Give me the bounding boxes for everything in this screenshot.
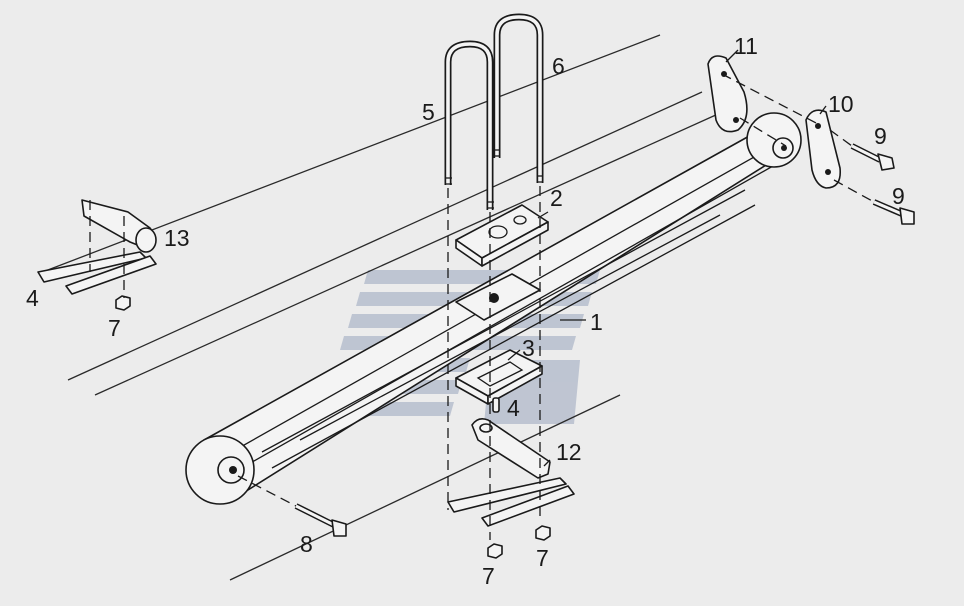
callout-labels: 1 2 3 4 4 5 6 7 7 7 8 9 9 10 11 12 13 bbox=[26, 33, 905, 589]
assembly-lines bbox=[89, 73, 875, 540]
callout-9-upper: 9 bbox=[874, 123, 887, 149]
callout-12: 12 bbox=[556, 439, 582, 465]
callout-7-lower-left: 7 bbox=[482, 563, 495, 589]
shackle-bolt-upper bbox=[850, 143, 895, 171]
lower-bracket bbox=[447, 418, 575, 527]
leader-lines bbox=[507, 49, 827, 467]
callout-7-lower-right: 7 bbox=[536, 545, 549, 571]
shackle-plate-front bbox=[707, 55, 748, 133]
callout-3: 3 bbox=[522, 335, 535, 361]
callout-8: 8 bbox=[300, 531, 313, 557]
u-bolt-plate bbox=[455, 204, 549, 267]
frame-rails bbox=[39, 34, 719, 581]
eye-bolt bbox=[294, 503, 347, 537]
callout-13: 13 bbox=[164, 225, 190, 251]
nut-lower-right bbox=[535, 525, 551, 541]
callout-7-upper: 7 bbox=[108, 315, 121, 341]
callout-2: 2 bbox=[550, 185, 563, 211]
callout-6: 6 bbox=[552, 53, 565, 79]
shackle-bolt-lower bbox=[872, 199, 915, 225]
callout-1: 1 bbox=[590, 309, 603, 335]
shackle-plate-rear bbox=[805, 109, 842, 189]
locating-pin bbox=[492, 397, 500, 413]
upper-bracket bbox=[37, 199, 157, 295]
nut-lower-left bbox=[487, 543, 503, 559]
leaf-spring bbox=[185, 112, 802, 505]
spacer-block bbox=[455, 349, 543, 405]
callout-4-left: 4 bbox=[26, 285, 39, 311]
callout-11: 11 bbox=[734, 33, 758, 59]
callout-10: 10 bbox=[828, 91, 854, 117]
u-bolt-rear bbox=[493, 13, 544, 183]
callout-5: 5 bbox=[422, 99, 435, 125]
callout-9-lower: 9 bbox=[892, 183, 905, 209]
nut-upper bbox=[115, 295, 131, 311]
callout-4-center: 4 bbox=[507, 395, 520, 421]
u-bolt-front bbox=[444, 40, 494, 210]
